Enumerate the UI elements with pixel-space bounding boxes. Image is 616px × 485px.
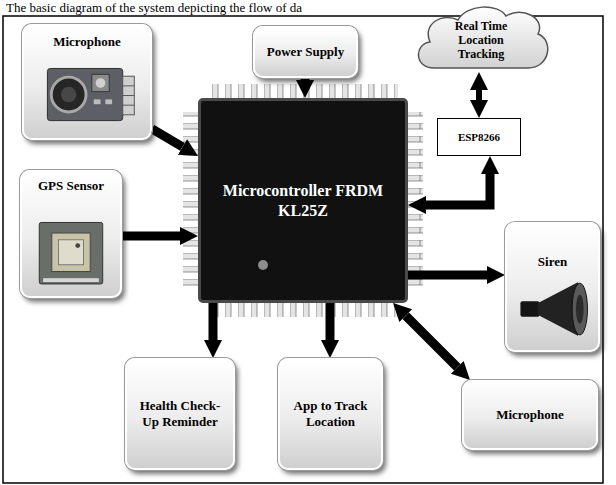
node-label: Power Supply: [267, 44, 344, 60]
chip-mark: [201, 101, 405, 300]
pin1-dot: [258, 260, 268, 270]
component-box: GPS Sensor: [20, 170, 122, 298]
pcb: [39, 222, 102, 283]
node-label: Real Time Location Tracking: [434, 19, 528, 61]
flow-arrow: [152, 129, 183, 147]
flow-arrow: [209, 303, 218, 340]
feed-point: [75, 243, 80, 248]
patch-antenna: [52, 233, 90, 271]
microcontroller-chip: Microcontroller FRDM KL25Z: [198, 98, 408, 303]
flow-arrow: [301, 78, 310, 80]
flow-arrow: [122, 232, 180, 241]
pcb: [47, 68, 122, 120]
component-box: Microphone: [22, 24, 152, 140]
component-box: Microphone: [462, 380, 598, 450]
node-label: Microphone: [53, 34, 121, 50]
antenna-top: [59, 240, 84, 265]
capsule: [51, 77, 86, 112]
node-label: App to Track Location: [288, 398, 373, 430]
component: [94, 99, 101, 104]
siren-body: [520, 301, 539, 316]
capsule-mesh: [61, 87, 76, 102]
node-label: Microphone: [496, 407, 564, 423]
figure-title: The basic diagram of the system depictin…: [6, 0, 302, 15]
node-label: Siren: [538, 254, 567, 270]
flow-arrow: [408, 271, 487, 280]
flow-arrow: [326, 303, 335, 340]
horn-mouth: [572, 283, 587, 335]
cloud-shape: [418, 7, 547, 68]
node-label: GPS Sensor: [38, 178, 104, 194]
siren-picture: [507, 224, 598, 350]
horn-inner: [576, 295, 584, 324]
component-box: App to Track Location: [278, 358, 383, 470]
node-label: ESP8266: [458, 131, 500, 144]
pot-knob: [96, 78, 106, 88]
pin-line: [123, 85, 135, 86]
component: [105, 99, 112, 104]
component-box: ESP8266: [437, 118, 521, 156]
component-box: Power Supply: [253, 26, 358, 78]
node-label: Health Check-Up Reminder: [135, 398, 225, 430]
frame-border: [3, 16, 603, 483]
component-box: Siren: [505, 222, 600, 352]
node-label: Microcontroller FRDM KL25Z: [219, 181, 387, 221]
pins: [43, 278, 99, 282]
component-box: Health Check-Up Reminder: [125, 358, 235, 470]
flow-arrow: [406, 316, 458, 368]
pin-line: [123, 105, 135, 106]
cloud-node: Real Time Location Tracking: [412, 2, 550, 72]
header-pins: [123, 76, 135, 115]
flow-arrow: [476, 90, 482, 100]
pin-line: [123, 95, 135, 96]
flow-arrow: [426, 174, 490, 205]
potentiometer: [92, 74, 109, 91]
